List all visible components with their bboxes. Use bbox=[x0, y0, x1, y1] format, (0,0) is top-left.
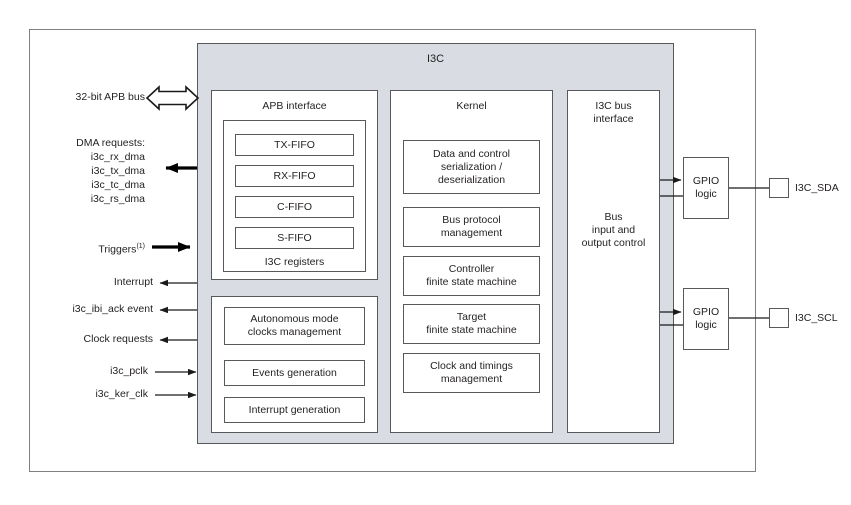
signal-label-i3c-ibi-ack-event: i3c_ibi_ack event bbox=[72, 303, 153, 315]
signal-label-i3c-pclk: i3c_pclk bbox=[110, 365, 148, 377]
signal-label-i3c-ker-clk: i3c_ker_clk bbox=[95, 388, 148, 400]
signal-label-apb-bus: 32-bit APB bus bbox=[75, 91, 145, 103]
kernel-title: Kernel bbox=[456, 100, 487, 112]
signal-label-i3c-tx-dma: i3c_tx_dma bbox=[91, 165, 145, 177]
signal-label-i3c-rx-dma: i3c_rx_dma bbox=[90, 151, 145, 163]
block-interrupt-generation: Interrupt generation bbox=[224, 397, 365, 423]
apb-interface-title: APB interface bbox=[262, 100, 327, 112]
pad-i3c-scl bbox=[769, 308, 789, 328]
block-events-generation: Events generation bbox=[224, 360, 365, 386]
pad-i3c-sda bbox=[769, 178, 789, 198]
block-c-fifo: C-FIFO bbox=[235, 196, 354, 218]
block-label: Interrupt generation bbox=[248, 403, 341, 416]
pin-label-i3c-sda: I3C_SDA bbox=[795, 182, 839, 194]
triggers-footnote-marker: (1) bbox=[136, 243, 145, 250]
block-s-fifo: S-FIFO bbox=[235, 227, 354, 249]
signal-label-dma-requests: DMA requests: bbox=[76, 137, 145, 149]
triggers-text: Triggers bbox=[98, 243, 137, 256]
block-rx-fifo: RX-FIFO bbox=[235, 165, 354, 187]
i3c-title: I3C bbox=[426, 53, 445, 65]
pin-label-i3c-scl: I3C_SCL bbox=[795, 312, 838, 324]
block-label: Events generation bbox=[252, 366, 337, 379]
signal-label-interrupt: Interrupt bbox=[113, 276, 153, 288]
i3c-registers-label: I3C registers bbox=[264, 256, 325, 268]
signal-label-i3c-tc-dma: i3c_tc_dma bbox=[91, 179, 145, 191]
block-tx-fifo: TX-FIFO bbox=[235, 134, 354, 156]
signal-label-clock-requests: Clock requests bbox=[83, 333, 153, 345]
signal-label-triggers: Triggers(1) bbox=[30, 240, 145, 257]
signal-label-i3c-rs-dma: i3c_rs_dma bbox=[90, 193, 145, 205]
